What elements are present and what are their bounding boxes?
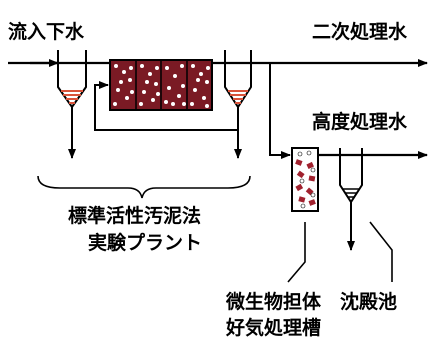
aeration-tank bbox=[109, 59, 213, 111]
influent-label: 流入下水 bbox=[8, 20, 85, 43]
advanced-effluent-label: 高度処理水 bbox=[312, 110, 408, 133]
final-clarifier bbox=[224, 50, 252, 109]
reactor-label-line2: 好気処理槽 bbox=[225, 316, 321, 339]
reactor-leader-line bbox=[287, 222, 306, 283]
plant-brace bbox=[37, 175, 251, 199]
secondary-effluent-label: 二次処理水 bbox=[312, 20, 408, 43]
primary-clarifier bbox=[57, 50, 87, 109]
branch-to-advanced-line bbox=[269, 63, 291, 159]
reactor-label-line1: 微生物担体 bbox=[225, 290, 322, 313]
plant-label-line1: 標準活性汚泥法 bbox=[68, 204, 201, 227]
bio-carrier-reactor bbox=[291, 147, 319, 212]
settling-leader-line bbox=[369, 221, 393, 282]
plant-label-line2: 実験プラント bbox=[88, 231, 202, 254]
return-sludge-line bbox=[94, 81, 238, 131]
settling-tank-label: 沈殿池 bbox=[340, 290, 397, 313]
